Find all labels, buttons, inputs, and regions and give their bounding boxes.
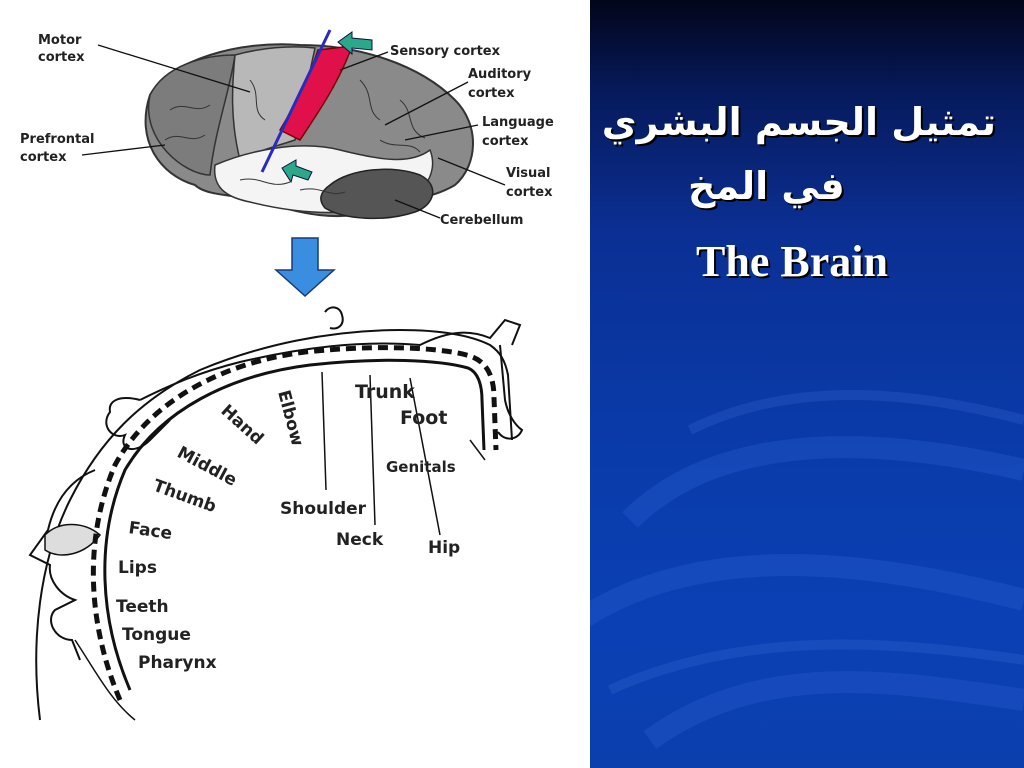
green-arrow-top [337, 31, 373, 56]
homunculus-top-limb [139, 318, 522, 401]
cerebellum-shape [320, 168, 434, 220]
homunculus-leader-lines [321, 371, 486, 536]
brain-homunculus-figure: Motor cortex Prefrontal cortex Sensory c… [20, 29, 558, 721]
homunculus-lips [44, 523, 102, 556]
label-cerebellum: Cerebellum [440, 213, 523, 228]
label-visual-cortex: Visual cortex [506, 166, 555, 200]
title-arabic-line-2: في المخ [688, 164, 845, 208]
label-motor-cortex: Motor cortex [38, 33, 86, 65]
homunculus-head [324, 306, 344, 330]
homunculus-hand [105, 397, 171, 450]
homunculus-body-outline [35, 328, 513, 721]
diagram-panel: Motor cortex Prefrontal cortex Sensory c… [20, 29, 558, 721]
title-arabic-line-1: تمثيل الجسم البشري [601, 100, 996, 144]
homunculus-face [28, 469, 96, 661]
label-foot: Foot [400, 407, 447, 429]
background-swirl-decoration [590, 390, 1024, 749]
label-hand: Hand [217, 401, 268, 449]
label-genitals: Genitals [386, 458, 456, 476]
homunculus-illustration [28, 306, 524, 721]
label-prefrontal-cortex: Prefrontal cortex [20, 132, 99, 165]
label-pharynx: Pharynx [138, 653, 217, 673]
label-lips: Lips [118, 558, 157, 578]
cortex-arc-inner [103, 358, 486, 691]
label-elbow: Elbow [273, 388, 307, 449]
central-sulcus-line [260, 29, 332, 173]
label-hip: Hip [428, 538, 460, 558]
prefrontal-region [147, 54, 236, 176]
label-sensory-cortex: Sensory cortex [390, 44, 501, 59]
brain-sulci [164, 79, 426, 195]
label-neck: Neck [336, 530, 384, 550]
label-tongue: Tongue [122, 625, 191, 645]
label-middle: Middle [174, 443, 240, 491]
brain-leader-lines [81, 44, 506, 219]
label-thumb: Thumb [150, 476, 219, 517]
homunculus-labels: Trunk Foot Genitals Elbow Hand Middle Th… [116, 381, 460, 673]
label-teeth: Teeth [116, 597, 169, 617]
green-arrow-bottom [281, 159, 313, 184]
title-english: The Brain [696, 237, 888, 286]
label-auditory-cortex: Auditory cortex [468, 67, 536, 101]
homunculus-tongue [74, 639, 136, 721]
brain-illustration: Motor cortex Prefrontal cortex Sensory c… [20, 29, 558, 228]
label-face: Face [127, 518, 173, 544]
down-arrow-icon [274, 237, 336, 298]
label-shoulder: Shoulder [280, 499, 367, 519]
label-trunk: Trunk [355, 381, 415, 403]
label-language-cortex: Language cortex [482, 115, 558, 149]
title-panel: تمثيل الجسم البشري في المخ The Brain [590, 0, 1024, 768]
homunculus-foot [497, 344, 524, 440]
